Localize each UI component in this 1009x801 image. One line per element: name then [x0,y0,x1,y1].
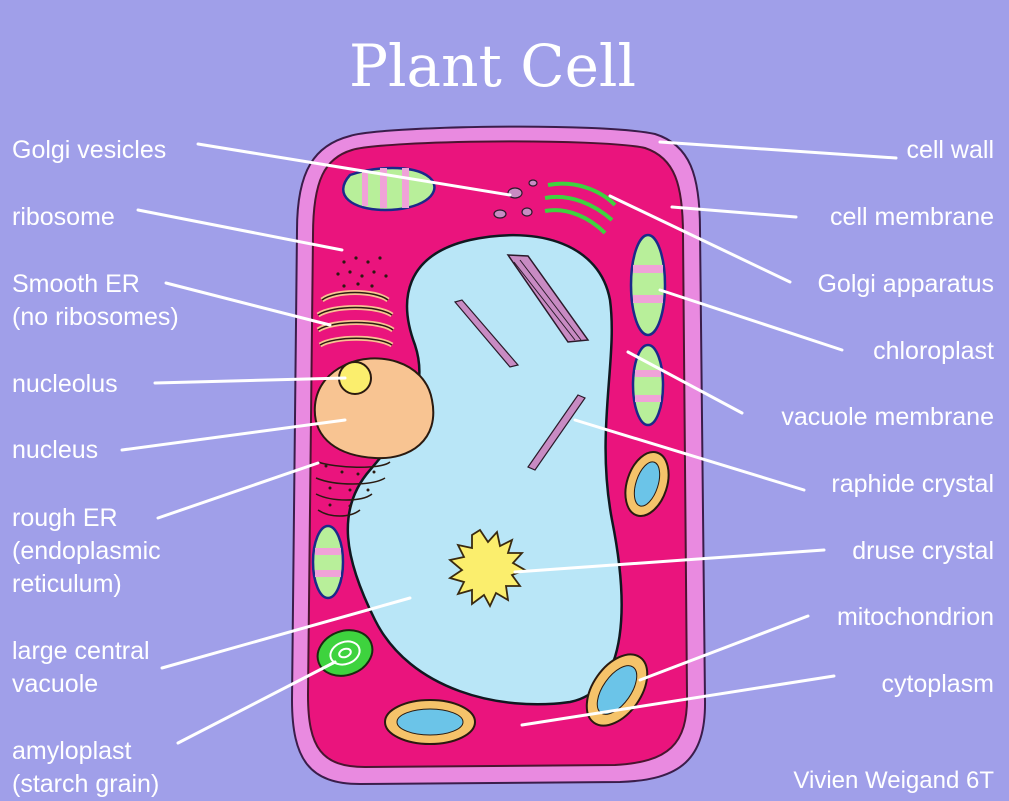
label-vacuole-membrane: vacuole membrane [781,401,994,434]
leader-ribosome [136,208,344,252]
leader-golgi-apparatus [608,194,792,284]
raphide-crystal [453,254,590,471]
label-ribosome: ribosome [12,201,115,234]
label-central-vacuole-line2: vacuole [12,670,99,698]
leader-golgi-vesicles [196,142,512,197]
label-nucleus-text: nucleus [12,436,99,464]
label-cell-wall-text: cell wall [906,136,994,164]
label-golgi-apparatus: Golgi apparatus [817,268,994,301]
page-title: Plant Cell [348,32,637,100]
label-smooth-er: Smooth ER (no ribosomes) [12,268,179,334]
leader-rough-er [156,461,320,520]
leader-chloroplast [658,288,844,352]
leader-cell-wall [658,140,898,160]
golgi-vesicles [493,179,538,219]
label-rough-er-line3: reticulum) [12,570,122,598]
label-chloroplast-text: chloroplast [873,337,994,365]
label-cell-wall: cell wall [906,134,994,167]
leader-lines [120,140,898,745]
leader-central-vacuole [160,596,412,670]
label-nucleolus: nucleolus [12,368,118,401]
label-rough-er-line1: rough ER [12,504,118,532]
leader-vacuole-membrane [626,350,744,415]
label-cytoplasm-text: cytoplasm [881,670,994,698]
leader-smooth-er [164,281,332,327]
label-golgi-vesicles: Golgi vesicles [12,134,166,167]
label-raphide-crystal: raphide crystal [831,468,994,501]
druse-crystal [447,528,528,609]
rough-er [315,461,391,517]
smooth-er [316,290,395,348]
leader-druse-crystal [513,548,826,574]
label-golgi-apparatus-text: Golgi apparatus [817,270,994,298]
label-mitochondrion-text: mitochondrion [836,603,994,631]
label-ribosome-text: ribosome [12,203,115,231]
label-cytoplasm: cytoplasm [881,668,994,701]
leader-nucleus [120,418,347,452]
label-mitochondrion: mitochondrion [837,601,994,634]
label-cell-membrane: cell membrane [830,201,994,234]
label-golgi-vesicles-text: Golgi vesicles [12,136,167,164]
label-smooth-er-line2: (no ribosomes) [12,303,179,331]
leader-amyloplast [176,660,337,745]
label-smooth-er-line1: Smooth ER [12,270,140,298]
mitochondrion [384,451,670,745]
leader-raphide-crystal [573,418,806,492]
leader-nucleolus [153,376,347,385]
label-central-vacuole: large central vacuole [12,635,150,701]
label-rough-er: rough ER (endoplasmic reticulum) [12,502,161,601]
label-amyloplast-line2: (starch grain) [12,770,160,798]
label-nucleolus-text: nucleolus [12,370,118,398]
label-raphide-crystal-text: raphide crystal [831,470,994,498]
label-vacuole-membrane-text: vacuole membrane [781,403,994,431]
leader-mitochondrion [638,614,810,682]
label-rough-er-line2: (endoplasmic [12,537,161,565]
label-chloroplast: chloroplast [873,335,994,368]
label-druse-crystal: druse crystal [852,535,994,568]
leader-cell-membrane [670,205,798,219]
label-amyloplast-line1: amyloplast [12,737,132,765]
label-nucleus: nucleus [12,434,98,467]
nucleus [313,357,435,460]
label-druse-crystal-text: druse crystal [852,537,994,565]
leader-cytoplasm [520,674,836,727]
ribosome [324,256,388,508]
label-central-vacuole-line1: large central [12,637,150,665]
golgi-apparatus [544,181,617,235]
label-cell-membrane-text: cell membrane [830,203,994,231]
author-credit: Vivien Weigand 6T [793,767,994,794]
label-amyloplast: amyloplast (starch grain) [12,735,159,801]
